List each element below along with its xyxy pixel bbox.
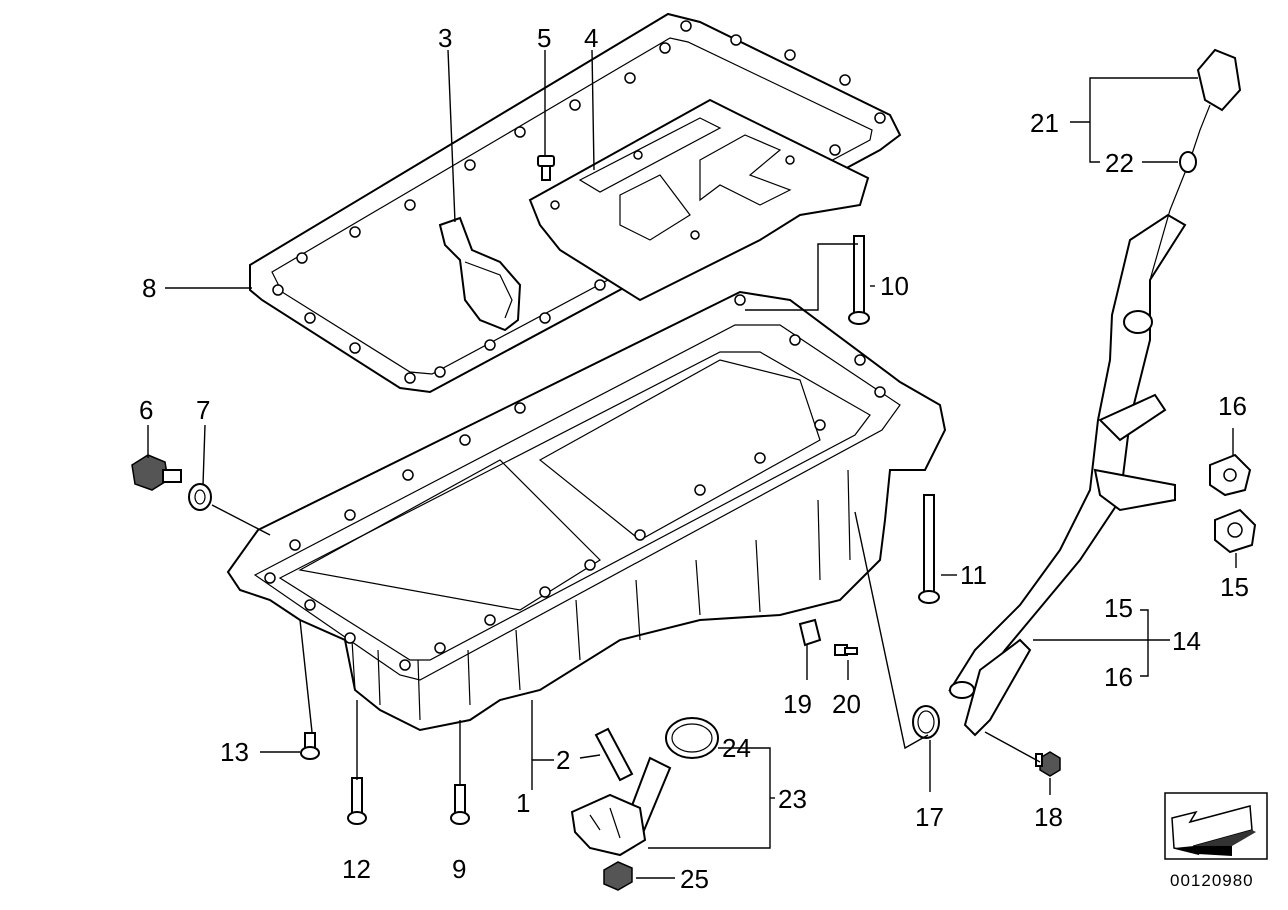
bolt-13 [300, 732, 320, 760]
baffle-plate [528, 98, 870, 302]
oil-level-sensor [570, 756, 672, 857]
label-2: 2 [556, 745, 570, 775]
screw-20 [834, 644, 858, 656]
drain-plug [131, 454, 182, 491]
label-24: 24 [722, 733, 751, 763]
nut-25 [603, 861, 633, 891]
label-20: 20 [832, 689, 861, 719]
label-10: 10 [880, 271, 909, 301]
label-25: 25 [680, 864, 709, 894]
diagram-code: 00120980 [1170, 871, 1254, 890]
pan-flange-holes [264, 294, 886, 671]
label-22: 22 [1105, 148, 1134, 178]
clip-15 [1214, 508, 1257, 554]
label-15-clip: 15 [1220, 572, 1249, 602]
bolt-10 [848, 235, 870, 325]
label-12: 12 [342, 854, 371, 884]
label-15-kit: 15 [1104, 593, 1133, 623]
label-8: 8 [142, 273, 156, 303]
label-1: 1 [516, 788, 530, 818]
label-16-kit: 16 [1104, 662, 1133, 692]
label-11: 11 [960, 560, 987, 590]
label-14: 14 [1172, 626, 1201, 656]
label-5: 5 [537, 23, 551, 53]
label-16-clip: 16 [1218, 391, 1247, 421]
label-23: 23 [778, 784, 807, 814]
bolt-5 [537, 155, 555, 181]
clip-19 [798, 618, 822, 647]
label-6: 6 [139, 395, 153, 425]
seal-ring-17 [912, 705, 940, 739]
direction-arrow-icon [1164, 792, 1268, 860]
clip-16 [1209, 453, 1252, 497]
dowel-2 [594, 727, 634, 782]
label-4: 4 [584, 23, 598, 53]
part-labels: 3 5 4 8 10 6 7 11 13 2 1 12 9 24 23 25 1… [139, 23, 1249, 894]
clip-bracket [438, 216, 522, 332]
sealing-ring-7 [188, 483, 212, 511]
oil-pan [226, 290, 947, 732]
bolt-11 [918, 494, 940, 604]
bolt-12 [347, 777, 367, 825]
label-7: 7 [196, 395, 210, 425]
leader-lines [147, 49, 1237, 879]
label-17: 17 [915, 802, 944, 832]
label-18: 18 [1034, 802, 1063, 832]
o-ring-22 [1179, 151, 1197, 173]
dipstick-guide-tube [948, 213, 1187, 737]
label-9: 9 [452, 854, 466, 884]
label-21: 21 [1030, 108, 1059, 138]
bolt-9 [450, 784, 470, 825]
label-3: 3 [438, 23, 452, 53]
label-19: 19 [783, 689, 812, 719]
o-ring-24 [665, 717, 719, 759]
bolt-18 [1035, 751, 1061, 777]
label-13: 13 [220, 737, 249, 767]
